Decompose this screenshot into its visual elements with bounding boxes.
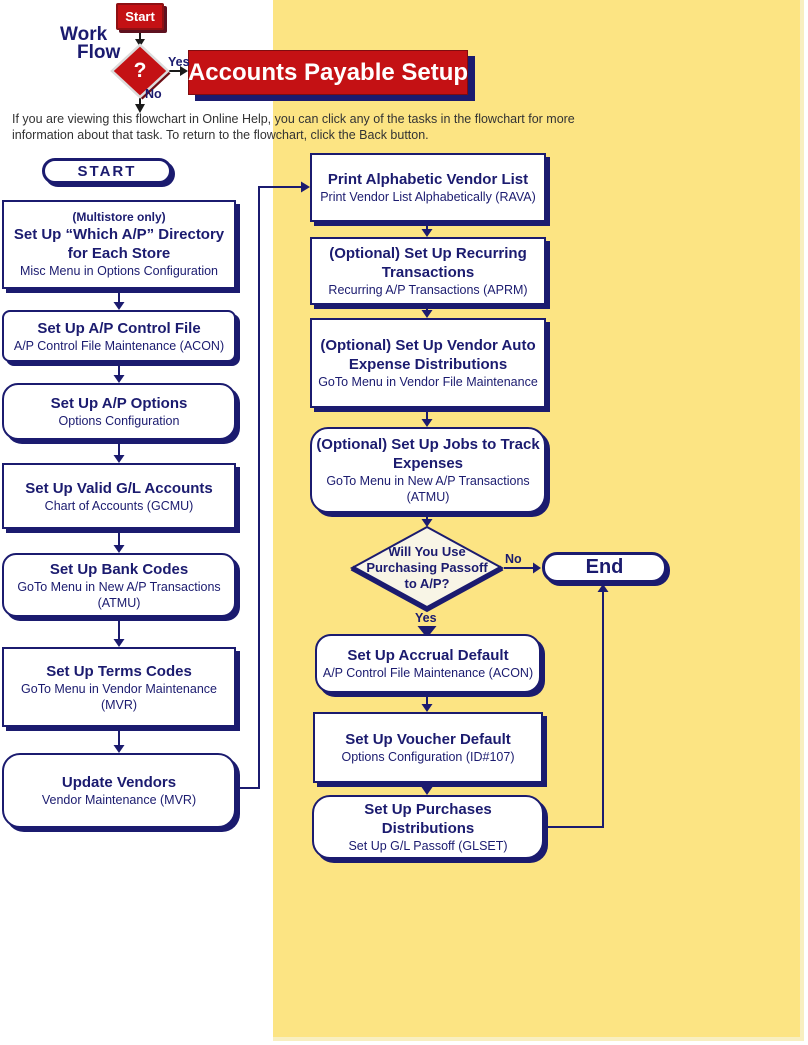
task-box-valid-gl-accounts[interactable]: Set Up Valid G/L Accounts Chart of Accou… (2, 463, 236, 529)
task-subtitle: Chart of Accounts (GCMU) (44, 498, 194, 513)
task-box-voucher-default[interactable]: Set Up Voucher Default Options Configura… (313, 712, 543, 783)
decision-purchasing-passoff: Will You Use Purchasing Passoff to A/P? (352, 544, 502, 592)
task-title: (Optional) Set Up Jobs to Track Expenses (316, 436, 540, 472)
intro-line-1: If you are viewing this flowchart in Onl… (12, 112, 575, 126)
intro-line-2: information about that task. To return t… (12, 128, 429, 142)
page-title: Accounts Payable Setup (187, 58, 469, 86)
logo-no-label: No (145, 87, 162, 101)
task-subtitle: GoTo Menu in New A/P Transactions (ATMU) (17, 579, 221, 610)
task-subtitle: GoTo Menu in Vendor Maintenance (MVR) (21, 681, 217, 712)
task-subtitle: Print Vendor List Alphabetically (RAVA) (320, 190, 536, 204)
task-box-jobs-to-track-expenses[interactable]: (Optional) Set Up Jobs to Track Expenses… (310, 427, 546, 513)
task-subtitle: Vendor Maintenance (MVR) (41, 793, 197, 807)
task-title: Set Up A/P Options (50, 395, 188, 412)
task-box-purchases-distributions[interactable]: Set Up Purchases Distributions Set Up G/… (312, 795, 544, 859)
task-title: Print Alphabetic Vendor List (327, 171, 529, 188)
task-box-ap-options[interactable]: Set Up A/P Options Options Configuration (2, 383, 236, 440)
task-subtitle: GoTo Menu in Vendor File Maintenance (318, 375, 538, 389)
task-box-bank-codes[interactable]: Set Up Bank Codes GoTo Menu in New A/P T… (2, 553, 236, 617)
task-subtitle: A/P Control File Maintenance (ACON) (13, 338, 225, 353)
decision-yes-label: Yes (415, 611, 437, 625)
decision-no-label: No (505, 552, 522, 566)
task-subtitle: A/P Control File Maintenance (ACON) (322, 666, 534, 680)
workflow-logo-flow: Flow (77, 42, 121, 63)
task-subtitle: GoTo Menu in New A/P Transactions (ATMU) (326, 474, 530, 504)
decision-line-1: Will You Use (388, 544, 466, 559)
task-box-recurring-transactions[interactable]: (Optional) Set Up Recurring Transactions… (310, 237, 546, 305)
task-title: Set Up Voucher Default (345, 731, 511, 748)
task-title: Set Up Valid G/L Accounts (25, 479, 213, 497)
task-box-ap-control-file[interactable]: Set Up A/P Control File A/P Control File… (2, 310, 236, 362)
task-subtitle: Options Configuration (ID#107) (341, 750, 515, 764)
task-subtitle: Set Up G/L Passoff (GLSET) (348, 839, 508, 853)
task-subtitle: Misc Menu in Options Configuration (19, 264, 218, 278)
task-title: Set Up Terms Codes (46, 662, 192, 680)
logo-start-node: Start (116, 3, 164, 30)
task-title: Set Up Accrual Default (347, 647, 509, 664)
task-subtitle: Recurring A/P Transactions (APRM) (328, 283, 528, 297)
task-subtitle: Options Configuration (58, 414, 180, 428)
end-terminator: End (542, 552, 667, 583)
task-title: Set Up A/P Control File (37, 319, 201, 337)
page-title-banner: Accounts Payable Setup (188, 50, 468, 95)
task-box-print-vendor-list[interactable]: Print Alphabetic Vendor List Print Vendo… (310, 153, 546, 222)
logo-start-label: Start (125, 9, 155, 24)
intro-text: If you are viewing this flowchart in Onl… (12, 111, 575, 143)
start-terminator-label: START (77, 162, 137, 180)
task-box-vendor-auto-expense[interactable]: (Optional) Set Up Vendor Auto Expense Di… (310, 318, 546, 408)
task-title: Set Up “Which A/P” Directory for Each St… (13, 226, 225, 262)
task-box-which-ap-directory[interactable]: (Multistore only) Set Up “Which A/P” Dir… (2, 200, 236, 289)
task-box-terms-codes[interactable]: Set Up Terms Codes GoTo Menu in Vendor M… (2, 647, 236, 727)
task-title: (Optional) Set Up Recurring Transactions (329, 245, 527, 281)
task-pre-label: (Multistore only) (72, 210, 166, 224)
task-box-update-vendors[interactable]: Update Vendors Vendor Maintenance (MVR) (2, 753, 236, 828)
task-box-accrual-default[interactable]: Set Up Accrual Default A/P Control File … (315, 634, 541, 693)
task-title: Update Vendors (61, 774, 177, 791)
task-title: (Optional) Set Up Vendor Auto Expense Di… (320, 337, 536, 373)
end-terminator-label: End (585, 556, 624, 578)
logo-yes-label: Yes (168, 55, 190, 69)
logo-question-diamond: ? (133, 59, 147, 82)
decision-line-2: Purchasing Passoff (366, 560, 488, 575)
decision-line-3: to A/P? (404, 576, 450, 591)
start-terminator: START (42, 158, 172, 184)
task-title: Set Up Purchases Distributions (364, 801, 492, 837)
task-title: Set Up Bank Codes (49, 560, 189, 578)
workflow-logo-word: Work (60, 24, 108, 45)
